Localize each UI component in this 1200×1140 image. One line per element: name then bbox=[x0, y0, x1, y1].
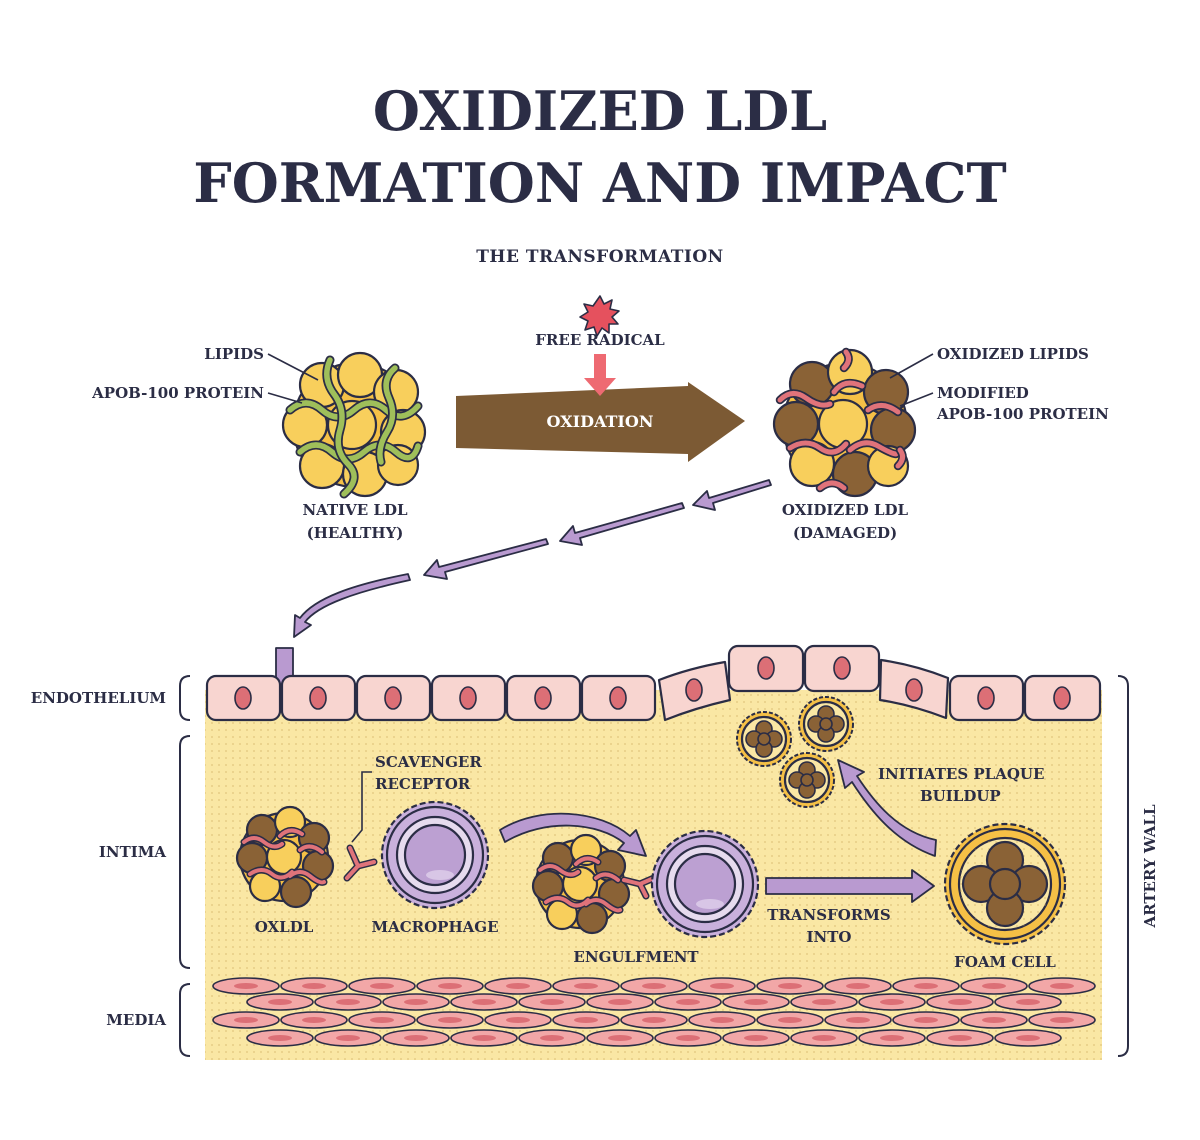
plaque-particle bbox=[736, 711, 792, 767]
oxidation-label: OXIDATION bbox=[547, 412, 654, 431]
engulfment-macrophage bbox=[650, 829, 760, 939]
oxldl-particle bbox=[235, 805, 335, 909]
intima-label: INTIMA bbox=[99, 843, 167, 861]
transforms-label: TRANSFORMS bbox=[767, 906, 890, 924]
oxidized-ldl-particle bbox=[772, 347, 917, 498]
engulfment-label: ENGULFMENT bbox=[573, 948, 699, 966]
scavenger-leader-line bbox=[351, 771, 372, 843]
title-line-1: OXIDIZED LDL bbox=[373, 79, 827, 143]
oxidized-ldl-label: OXIDIZED LDL bbox=[782, 501, 909, 519]
apob-leader-line bbox=[267, 392, 303, 404]
modified-apob-sublabel: APOB-100 PROTEIN bbox=[936, 405, 1109, 423]
media-layer bbox=[212, 977, 1096, 1047]
lipids-label: LIPIDS bbox=[204, 345, 264, 363]
engulfment-oxldl bbox=[531, 833, 631, 935]
layer-brackets bbox=[179, 675, 1129, 1057]
transforms-arrow bbox=[765, 869, 935, 903]
plaque-arrow bbox=[837, 759, 937, 857]
native-ldl-sublabel: (HEALTHY) bbox=[307, 524, 404, 542]
foam-cell bbox=[943, 822, 1067, 946]
scavenger-sublabel: RECEPTOR bbox=[375, 775, 471, 793]
initiates-label: INITIATES PLAQUE bbox=[878, 765, 1044, 783]
plaque-particle bbox=[798, 696, 854, 752]
oxidation-arrow: OXIDATION bbox=[456, 382, 745, 462]
oxldl-label: OXLDL bbox=[255, 918, 314, 936]
oxidized-lipids-label: OXIDIZED LIPIDS bbox=[937, 345, 1089, 363]
apob-label: APOB-100 PROTEIN bbox=[91, 384, 264, 402]
modified-apob-leader-line bbox=[899, 392, 934, 407]
foam-cell-label: FOAM CELL bbox=[954, 953, 1056, 971]
free-radical-arrow bbox=[584, 354, 616, 396]
free-radical-icon bbox=[579, 295, 620, 337]
macrophage-label: MACROPHAGE bbox=[371, 918, 498, 936]
macrophage-cell bbox=[380, 800, 490, 910]
engulfment-receptor bbox=[620, 874, 658, 900]
transforms-sublabel: INTO bbox=[807, 928, 852, 946]
lipids-leader-line bbox=[267, 353, 319, 381]
media-label: MEDIA bbox=[106, 1011, 166, 1029]
endothelium-label: ENDOTHELIUM bbox=[31, 689, 166, 707]
section-heading: THE TRANSFORMATION bbox=[476, 247, 723, 267]
initiates-sublabel: BUILDUP bbox=[920, 787, 1001, 805]
artery-wall-label: ARTERY WALL bbox=[1141, 804, 1159, 928]
plaque-particle bbox=[779, 752, 835, 808]
endothelium-layer bbox=[205, 644, 1102, 722]
oxidized-lipids-leader-line bbox=[889, 353, 934, 379]
native-ldl-particle bbox=[281, 351, 427, 499]
engulfment-arrow bbox=[499, 812, 647, 857]
modified-apob-label: MODIFIED bbox=[937, 384, 1029, 402]
scavenger-receptor bbox=[343, 844, 378, 882]
oxidized-ldl-sublabel: (DAMAGED) bbox=[793, 524, 897, 542]
title-line-2: FORMATION AND IMPACT bbox=[193, 151, 1006, 215]
scavenger-label: SCAVENGER bbox=[375, 753, 482, 771]
free-radical-label: FREE RADICAL bbox=[535, 331, 665, 349]
native-ldl-label: NATIVE LDL bbox=[302, 501, 408, 519]
